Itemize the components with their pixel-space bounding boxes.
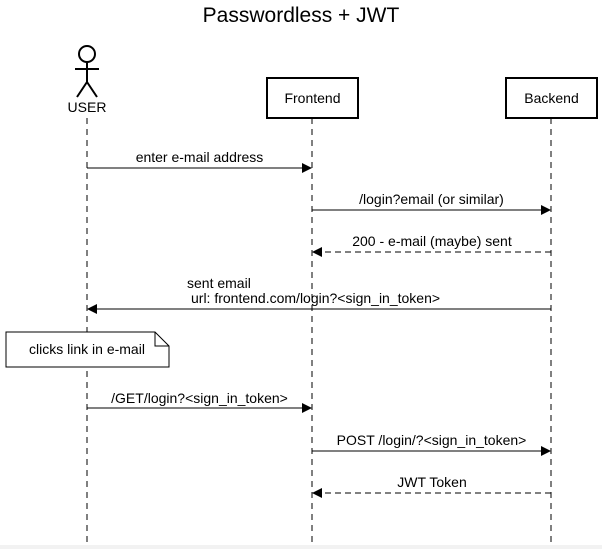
participant-frontend-label: Frontend	[284, 90, 340, 106]
message-4: sent email url: frontend.com/login?<sign…	[87, 275, 551, 314]
message-4-label-line-2: url: frontend.com/login?<sign_in_token>	[191, 290, 440, 306]
note-text: clicks link in e-mail	[29, 341, 145, 357]
participant-frontend-box	[266, 77, 359, 119]
message-6: POST /login/?<sign_in_token>	[312, 432, 551, 456]
participant-backend-box	[505, 77, 598, 119]
message-6-label: POST /login/?<sign_in_token>	[337, 432, 527, 448]
message-7-label: JWT Token	[397, 474, 467, 490]
user-actor-icon	[75, 45, 99, 98]
message-1: enter e-mail address	[87, 149, 312, 173]
message-7: JWT Token	[312, 474, 551, 498]
message-3: 200 - e-mail (maybe) sent	[312, 233, 551, 257]
message-2: /login?email (or similar)	[312, 191, 551, 215]
diagram-title: Passwordless + JWT	[203, 4, 400, 27]
participant-user-label: USER	[68, 99, 107, 115]
message-1-label: enter e-mail address	[136, 149, 264, 165]
message-5-label: /GET/login?<sign_in_token>	[111, 390, 288, 406]
bottom-edge-strip	[0, 545, 602, 549]
message-3-label: 200 - e-mail (maybe) sent	[352, 233, 512, 249]
message-2-label: /login?email (or similar)	[359, 191, 504, 207]
participant-backend-label: Backend	[524, 90, 578, 106]
message-5: /GET/login?<sign_in_token>	[87, 390, 312, 413]
message-4-label-line-1: sent email	[187, 275, 251, 291]
note-clicks-link: clicks link in e-mail	[5, 331, 170, 368]
